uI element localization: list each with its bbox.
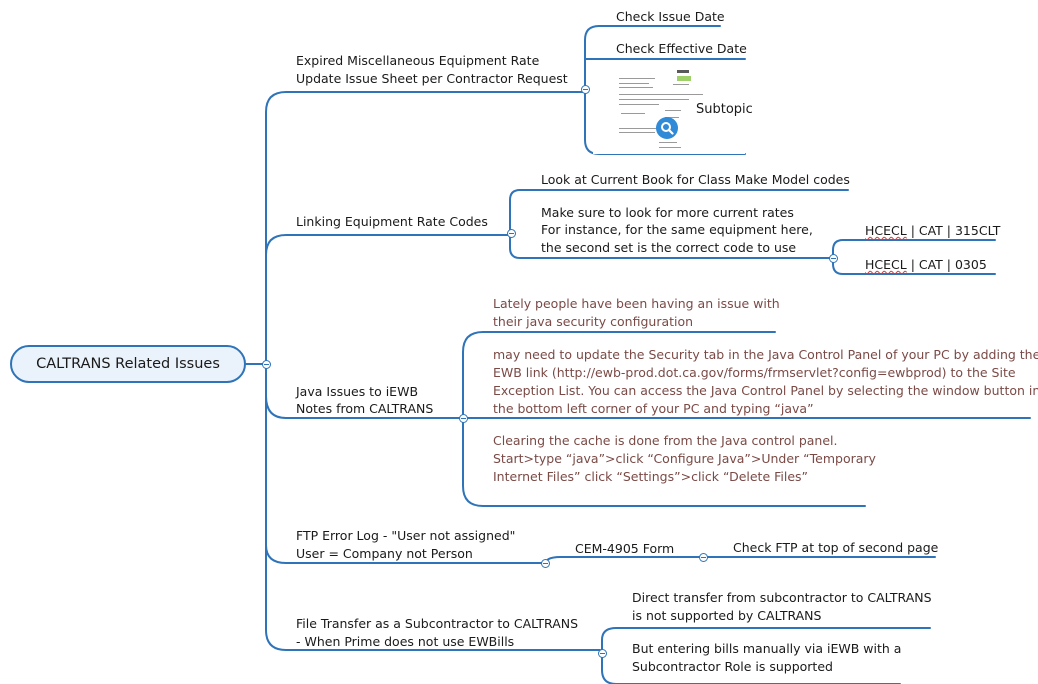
collapse-expired-icon[interactable]: [581, 85, 590, 94]
subtopic-code-1[interactable]: HCECL | CAT | 315CLT: [865, 222, 1000, 240]
connector-spine: [265, 91, 601, 651]
topic-ftp-line1[interactable]: FTP Error Log - "User not assigned": [296, 528, 516, 543]
collapse-transfer-icon[interactable]: [598, 649, 607, 658]
note-1-line2[interactable]: their java security configuration: [493, 314, 694, 329]
zoom-icon[interactable]: [656, 117, 678, 139]
code-2-rest: | CAT | 0305: [906, 257, 987, 272]
subtopic-make-sure-line1[interactable]: Make sure to look for more current rates: [541, 205, 794, 220]
collapse-codes-icon[interactable]: [829, 254, 838, 263]
note-3-line1[interactable]: Clearing the cache is done from the Java…: [493, 433, 838, 448]
collapse-linking-icon[interactable]: [507, 229, 516, 238]
topic-expired-line2[interactable]: Update Issue Sheet per Contractor Reques…: [296, 71, 568, 86]
code-2-prefix: HCECL: [865, 257, 907, 272]
topic-linking[interactable]: Linking Equipment Rate Codes: [296, 214, 488, 229]
note-2-line1[interactable]: may need to update the Security tab in t…: [493, 347, 1038, 362]
topic-ftp-line2[interactable]: User = Company not Person: [296, 546, 473, 561]
note-1-line1[interactable]: Lately people have been having an issue …: [493, 296, 780, 311]
central-topic-label: CALTRANS Related Issues: [36, 356, 220, 372]
note-3-line3[interactable]: Internet Files” click “Settings”>click “…: [493, 469, 809, 484]
central-topic[interactable]: CALTRANS Related Issues: [10, 345, 246, 383]
topic-java-line2[interactable]: Notes from CALTRANS: [296, 401, 434, 416]
subtopic-check-issue-date[interactable]: Check Issue Date: [616, 9, 725, 24]
note-3-line2[interactable]: Start>type “java”>click “Configure Java”…: [493, 451, 876, 466]
subtopic-make-sure-line2[interactable]: For instance, for the same equipment her…: [541, 222, 813, 237]
topic-java-line1[interactable]: Java Issues to iEWB: [296, 384, 419, 399]
collapse-java-icon[interactable]: [459, 414, 468, 423]
document-thumbnail-image[interactable]: [593, 64, 745, 154]
note-2-line3[interactable]: Exception List. You can access the Java …: [493, 383, 1038, 398]
connector-ftp: [544, 556, 936, 566]
subtopic-direct-line1[interactable]: Direct transfer from subcontractor to CA…: [632, 590, 932, 605]
code-1-rest: | CAT | 315CLT: [906, 223, 1001, 238]
topic-expired-line1[interactable]: Expired Miscellaneous Equipment Rate: [296, 53, 540, 68]
note-2-line4[interactable]: the bottom left corner of your PC and ty…: [493, 401, 814, 416]
code-1-prefix: HCECL: [865, 223, 907, 238]
subtopic-check-ftp[interactable]: Check FTP at top of second page: [733, 540, 939, 555]
subtopic-look-current-book[interactable]: Look at Current Book for Class Make Mode…: [541, 172, 850, 187]
subtopic-check-effective-date[interactable]: Check Effective Date: [616, 41, 747, 56]
collapse-cem-form-icon[interactable]: [699, 553, 708, 562]
subtopic-make-sure-line3[interactable]: the second set is the correct code to us…: [541, 240, 797, 255]
subtopic-manual-line1[interactable]: But entering bills manually via iEWB wit…: [632, 641, 902, 656]
subtopic-direct-line2[interactable]: is not supported by CALTRANS: [632, 608, 822, 623]
subtopic-cem-form[interactable]: CEM-4905 Form: [575, 541, 675, 556]
topic-transfer-line2[interactable]: - When Prime does not use EWBills: [296, 634, 515, 649]
collapse-central-icon[interactable]: [262, 360, 271, 369]
connector-java: [462, 331, 1031, 507]
subtopic-label[interactable]: Subtopic: [696, 102, 753, 117]
collapse-ftp-icon[interactable]: [541, 559, 550, 568]
subtopic-manual-line2[interactable]: Subcontractor Role is supported: [632, 659, 833, 674]
topic-transfer-line1[interactable]: File Transfer as a Subcontractor to CALT…: [296, 616, 579, 631]
connector-linking: [509, 189, 849, 259]
note-2-line2[interactable]: EWB link (http://ewb-prod.dot.ca.gov/for…: [493, 365, 1016, 380]
subtopic-code-2[interactable]: HCECL | CAT | 0305: [865, 256, 987, 274]
connector-codes: [832, 239, 996, 275]
